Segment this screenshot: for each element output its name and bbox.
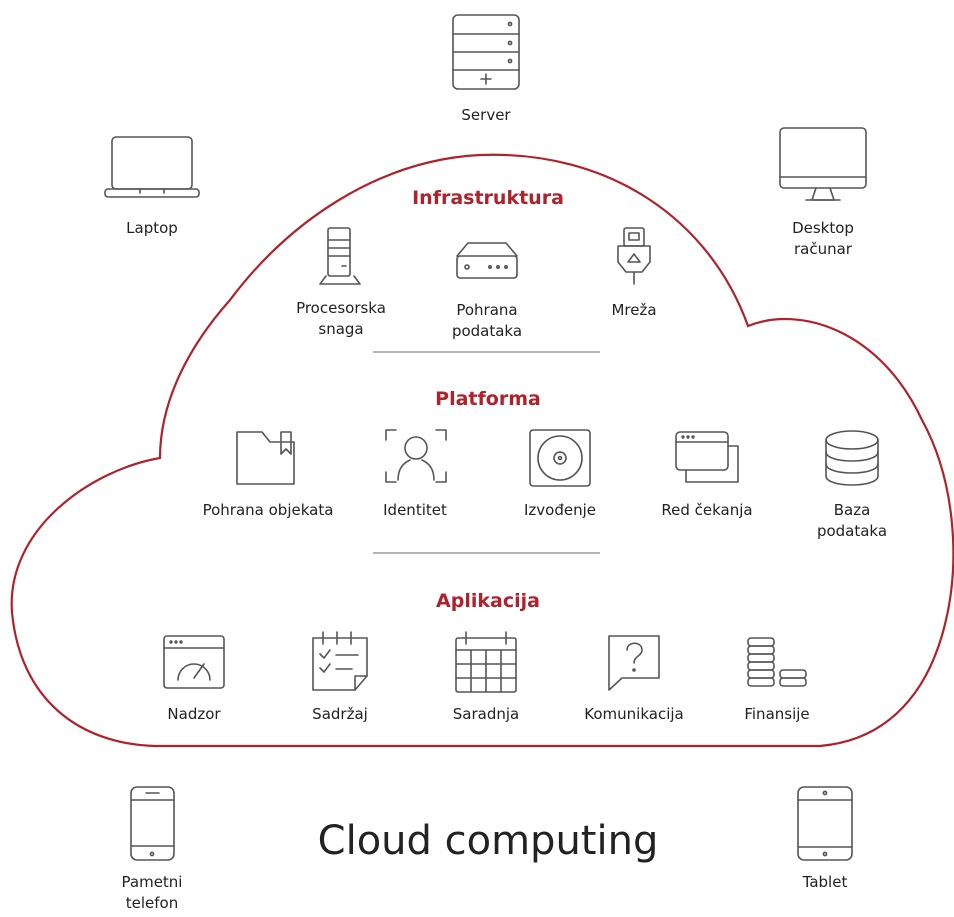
app-label-content: Sadržaj [312,705,368,723]
database-icon [825,430,879,486]
platform-label-queue: Red čekanja [661,501,753,519]
app-label-collaboration: Saradnja [452,705,520,723]
platform-label-runtime: Izvođenje [523,501,597,519]
heading-platform: Platforma [435,388,541,410]
device-label-laptop: Laptop [126,219,178,237]
server-icon [452,14,520,90]
stacked-windows-icon [675,431,739,483]
platform-label-database: Baza podataka [816,501,888,540]
heading-infrastructure: Infrastruktura [412,187,564,209]
device-label-phone: Pametni telefon [121,873,183,912]
tablet-icon [797,786,853,861]
network-plug-icon [617,227,651,285]
app-label-communication: Komunikacija [584,705,684,723]
infra-label-network: Mreža [611,301,657,319]
calendar-grid-icon [455,631,517,693]
cloud-outline [10,153,954,748]
checklist-icon [312,631,368,691]
app-label-finance: Finansije [744,705,810,723]
coin-stacks-icon [747,637,807,687]
storage-drive-icon [456,242,518,279]
infra-label-cpu: Procesorska snaga [296,299,386,338]
platform-label-identity: Identitet [383,501,447,519]
platform-label-objects: Pohrana objekata [202,501,334,519]
disc-icon [529,429,591,487]
laptop-icon [104,136,200,198]
device-label-desktop: Desktop računar [792,219,854,258]
page-title: Cloud computing [317,818,659,864]
desktop-monitor-icon [779,127,867,201]
heading-applications: Aplikacija [436,590,540,612]
app-label-monitoring: Nadzor [167,705,221,723]
smartphone-icon [130,786,175,861]
question-bubble-icon [608,635,660,691]
infra-label-storage: Pohrana podataka [451,301,523,340]
tower-cpu-icon [319,227,361,285]
device-label-tablet: Tablet [802,873,848,891]
face-scan-icon [385,429,447,483]
gauge-window-icon [163,635,225,689]
device-label-server: Server [461,106,511,124]
folder-bookmark-icon [236,431,295,485]
